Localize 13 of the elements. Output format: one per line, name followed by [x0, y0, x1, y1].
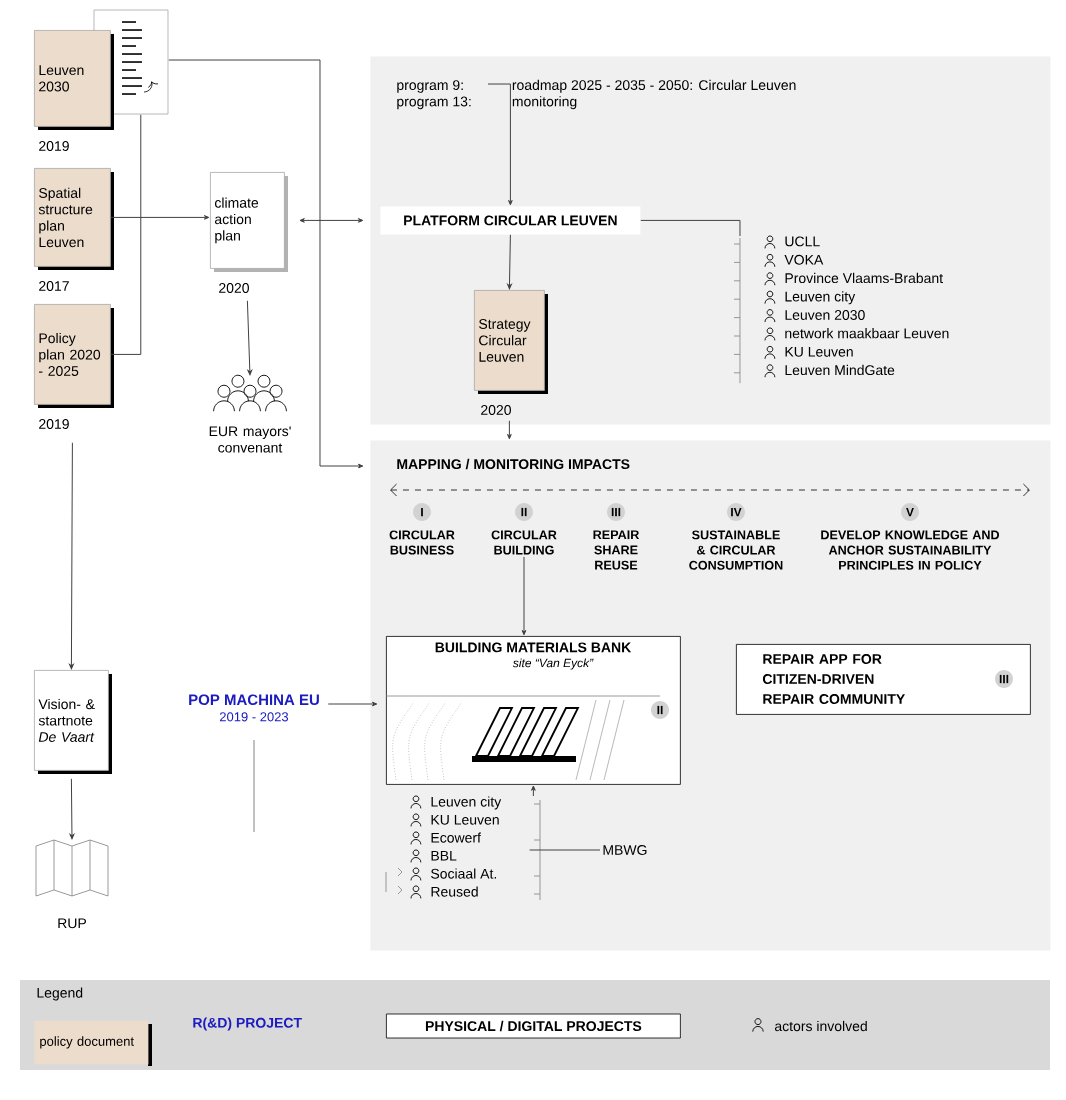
arrow [487, 83, 513, 206]
arrow [299, 218, 364, 223]
arrow [531, 785, 536, 797]
arrow [168, 59, 364, 469]
arrow [507, 234, 512, 290]
arrow [327, 701, 378, 707]
panel [370, 56, 1051, 425]
arrow [507, 420, 512, 440]
arrow [69, 442, 74, 670]
arrow [246, 300, 253, 376]
arrow [69, 778, 75, 840]
arrow [110, 215, 210, 220]
arrow [521, 556, 527, 636]
